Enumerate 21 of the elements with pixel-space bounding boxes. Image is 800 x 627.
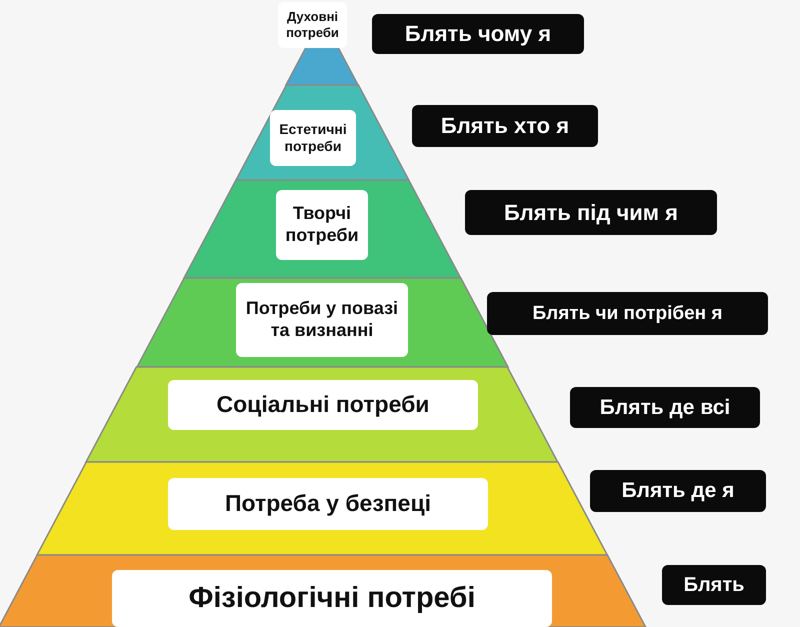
pyramid-layer bbox=[136, 278, 508, 367]
caption-tag: Блять чому я bbox=[372, 14, 584, 54]
layer-label: Потреби у повазі та визнанні bbox=[236, 283, 408, 357]
layer-label: Соціальні потреби bbox=[168, 380, 478, 430]
layer-label: Потреба у безпеці bbox=[168, 478, 488, 530]
caption-tag: Блять під чим я bbox=[465, 190, 717, 235]
pyramid-layer bbox=[184, 180, 460, 278]
layer-label: Духовні потреби bbox=[278, 2, 347, 48]
caption-tag: Блять де я bbox=[590, 470, 766, 512]
caption-tag: Блять де всі bbox=[570, 387, 760, 428]
layer-label: Фізіологічні потребі bbox=[112, 570, 552, 627]
caption-tag: Блять чи потрібен я bbox=[487, 292, 768, 335]
pyramid-layer bbox=[36, 462, 608, 555]
pyramid-layer bbox=[0, 555, 646, 627]
pyramid-layer bbox=[278, 0, 358, 85]
layer-label: Естетичні потреби bbox=[270, 110, 356, 166]
layer-label: Творчі потреби bbox=[276, 190, 368, 260]
caption-tag: Блять хто я bbox=[412, 105, 598, 147]
pyramid-layer bbox=[236, 85, 408, 180]
caption-tag: Блять bbox=[662, 565, 766, 605]
pyramid-layer bbox=[86, 367, 558, 462]
